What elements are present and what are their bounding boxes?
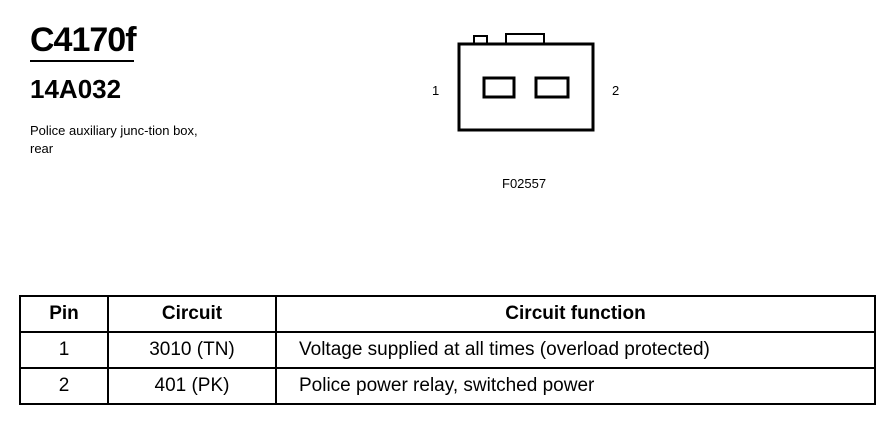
table-row: 1 3010 (TN) Voltage supplied at all time… — [19, 331, 876, 369]
header-circuit: Circuit — [107, 295, 277, 333]
pin-cell: 2 — [19, 367, 109, 405]
connector-id: C4170f — [30, 21, 137, 59]
pinout-table: Pin Circuit Circuit function 1 3010 (TN)… — [19, 295, 876, 405]
table-header-row: Pin Circuit Circuit function — [19, 295, 876, 333]
table-row: 2 401 (PK) Police power relay, switched … — [19, 367, 876, 405]
connector-body — [457, 42, 595, 132]
circuit-cell: 401 (PK) — [107, 367, 277, 405]
connector-face-drawing — [457, 33, 595, 132]
title-underline — [30, 60, 134, 62]
pin-cell: 1 — [19, 331, 109, 369]
function-cell: Police power relay, switched power — [275, 367, 876, 405]
pin-1-label: 1 — [432, 83, 440, 98]
terminal-cavity-1 — [482, 76, 516, 99]
pin-2-label: 2 — [612, 83, 620, 98]
figure-code: F02557 — [502, 176, 547, 191]
function-cell: Voltage supplied at all times (overload … — [275, 331, 876, 369]
header-pin: Pin — [19, 295, 109, 333]
connector-diagram: 1 2 F02557 — [420, 28, 650, 198]
part-number: 14A032 — [30, 74, 122, 104]
circuit-cell: 3010 (TN) — [107, 331, 277, 369]
header-circuit-function: Circuit function — [275, 295, 876, 333]
terminal-cavity-2 — [534, 76, 570, 99]
connector-description: Police auxiliary junc-tion box, rear — [30, 123, 198, 156]
